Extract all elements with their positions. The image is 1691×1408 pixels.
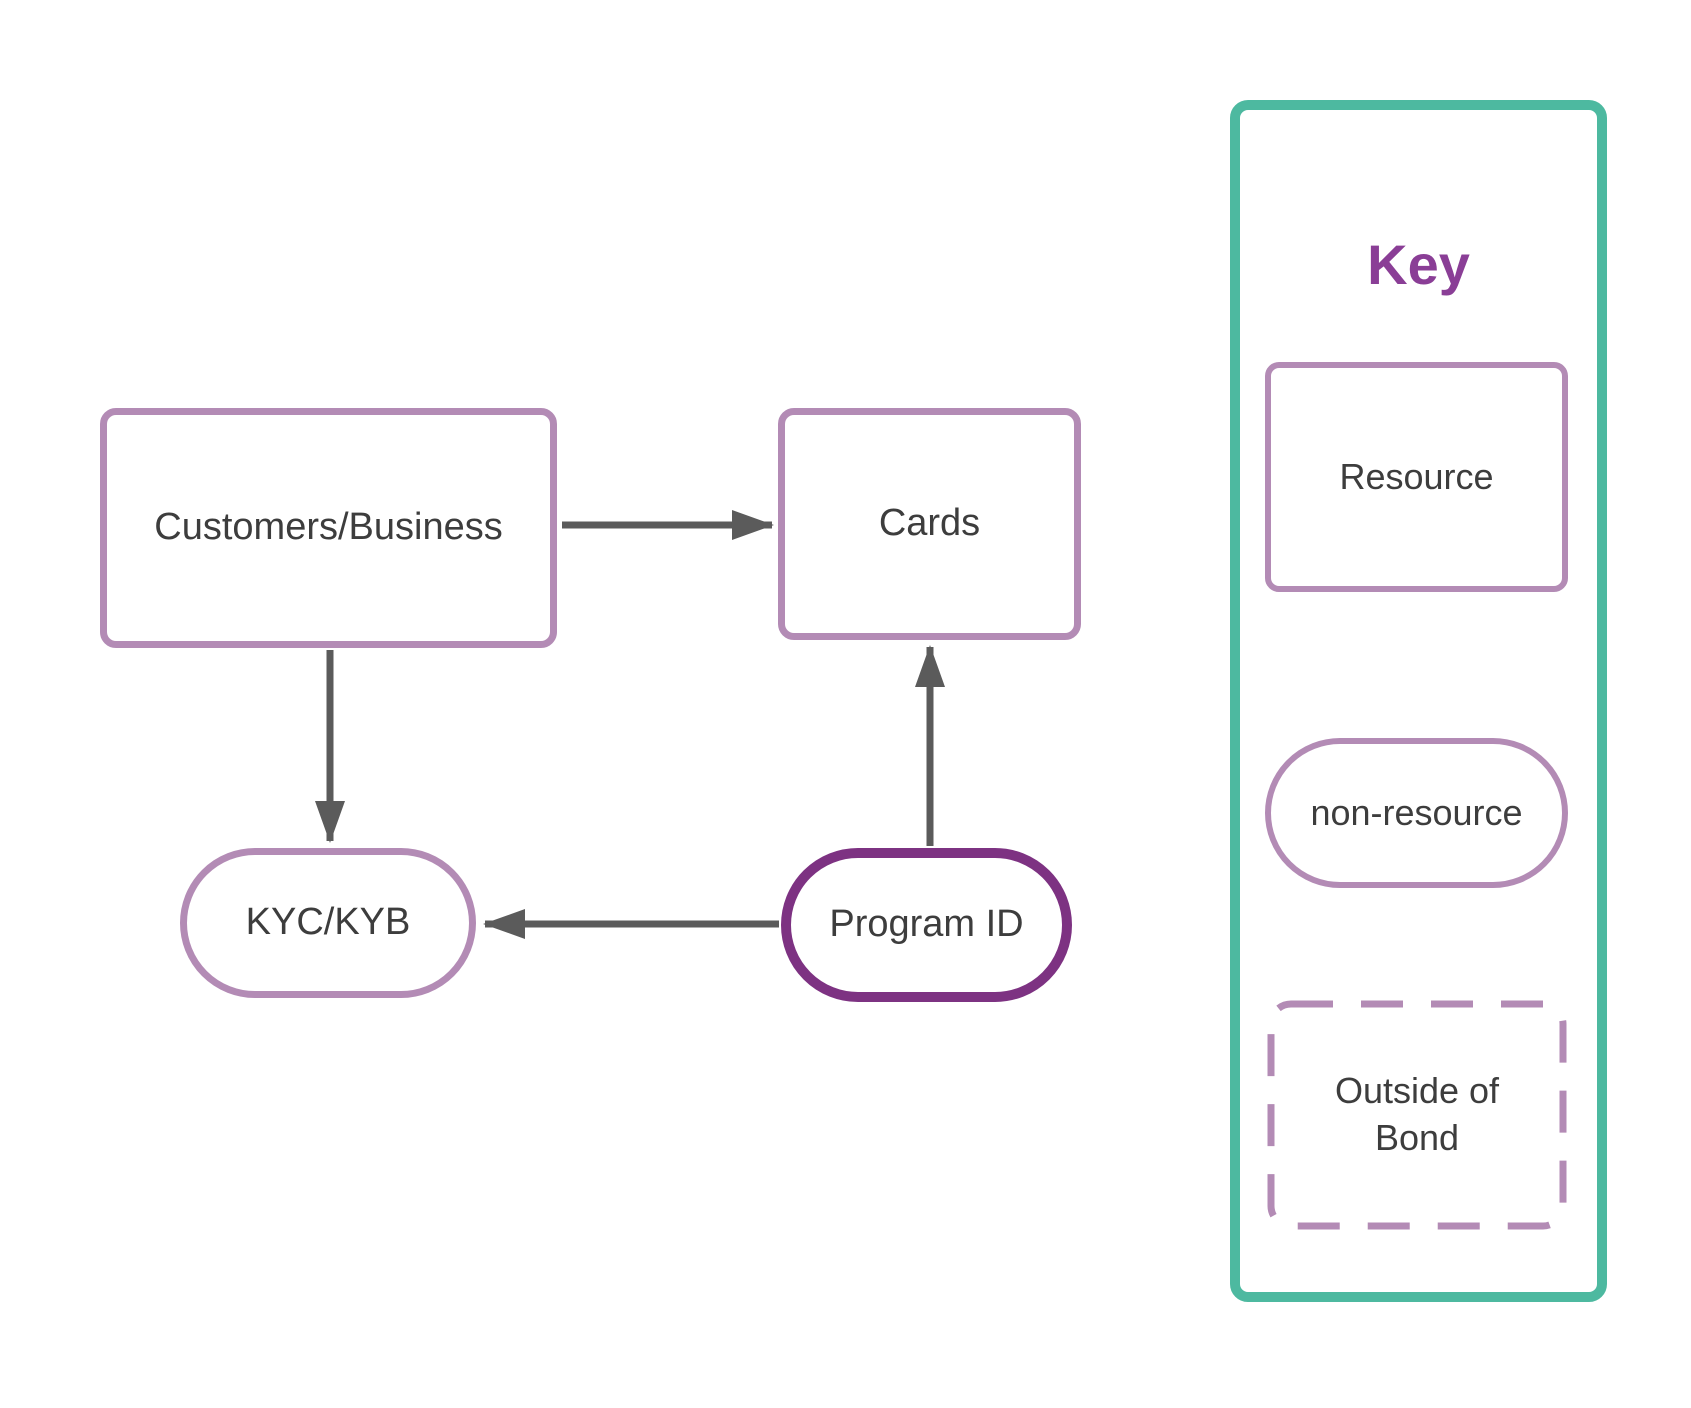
node-program-id-label: Program ID xyxy=(829,903,1024,946)
dashed-rectangle-shape xyxy=(1267,1000,1567,1230)
node-customers-business: Customers/Business xyxy=(100,408,557,648)
legend-item-non-resource: non-resource xyxy=(1265,738,1568,888)
legend-item-outside-of-bond: Outside of Bond xyxy=(1267,1000,1567,1230)
node-customers-business-label: Customers/Business xyxy=(154,506,503,549)
node-kyc-kyb: KYC/KYB xyxy=(180,848,476,998)
node-kyc-kyb-label: KYC/KYB xyxy=(245,901,411,944)
node-program-id: Program ID xyxy=(781,848,1072,1002)
key-legend-panel: Key Resource non-resource Outside of Bon… xyxy=(1230,100,1607,1302)
legend-outside-of-bond-label: Outside of Bond xyxy=(1334,1070,1500,1158)
key-legend-title: Key xyxy=(1367,233,1470,296)
legend-non-resource-label: non-resource xyxy=(1310,791,1523,833)
node-cards-label: Cards xyxy=(878,502,981,545)
legend-resource-label: Resource xyxy=(1339,455,1494,497)
legend-item-resource: Resource xyxy=(1265,362,1568,592)
node-cards: Cards xyxy=(778,408,1081,640)
